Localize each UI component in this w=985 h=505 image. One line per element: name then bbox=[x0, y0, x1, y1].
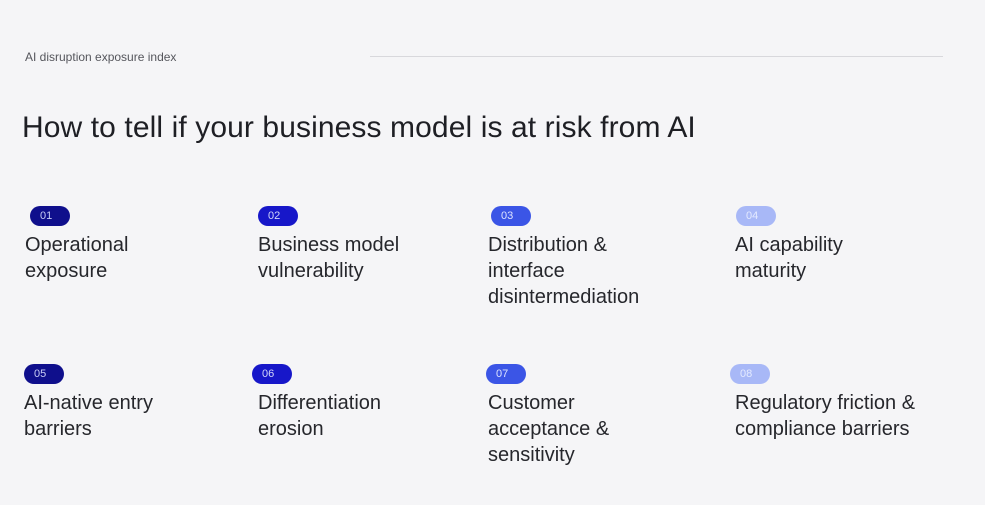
factor-label: Business model vulnerability bbox=[258, 234, 400, 282]
factor-item-08: 08 Regulatory friction & compliance barr… bbox=[730, 364, 915, 442]
eyebrow-label: AI disruption exposure index bbox=[25, 50, 177, 64]
number-badge: 08 bbox=[730, 364, 770, 384]
number-badge: 04 bbox=[736, 206, 776, 226]
factor-item-04: 04 AI capability maturity bbox=[735, 206, 843, 284]
number-badge: 05 bbox=[24, 364, 64, 384]
factor-item-07: 07 Customer acceptance & sensitivity bbox=[486, 364, 609, 468]
factor-label: Customer acceptance & sensitivity bbox=[488, 392, 610, 466]
factor-label: Differentiation erosion bbox=[258, 392, 382, 440]
factor-label: AI capability maturity bbox=[735, 234, 843, 282]
factor-item-03: 03 Distribution & interface disintermedi… bbox=[488, 206, 640, 310]
factor-item-05: 05 AI-native entry barriers bbox=[24, 364, 153, 442]
factor-item-01: 01 Operational exposure bbox=[25, 206, 128, 284]
number-badge: 07 bbox=[486, 364, 526, 384]
factor-label: Distribution & interface disintermediati… bbox=[488, 234, 640, 308]
factor-item-06: 06 Differentiation erosion bbox=[252, 364, 381, 442]
factor-label: Regulatory friction & compliance barrier… bbox=[735, 392, 916, 440]
number-badge: 06 bbox=[252, 364, 292, 384]
divider-rule bbox=[370, 56, 943, 57]
factor-item-02: 02 Business model vulnerability bbox=[258, 206, 399, 284]
number-badge: 01 bbox=[30, 206, 70, 226]
factor-label: AI-native entry barriers bbox=[24, 392, 153, 440]
factor-label: Operational exposure bbox=[25, 234, 129, 282]
page-title: How to tell if your business model is at… bbox=[22, 111, 696, 144]
number-badge: 02 bbox=[258, 206, 298, 226]
number-badge: 03 bbox=[491, 206, 531, 226]
